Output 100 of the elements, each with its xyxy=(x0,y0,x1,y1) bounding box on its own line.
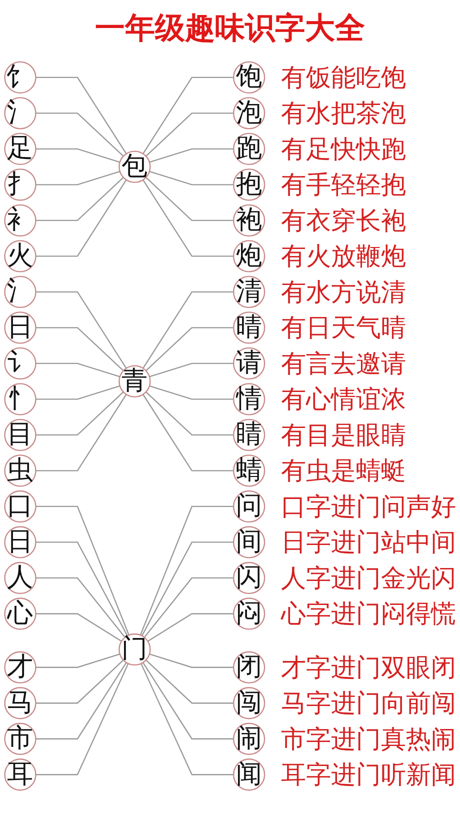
rhyme-caption: 有足快快跑 xyxy=(281,134,406,164)
character-circle: 市 xyxy=(4,722,36,755)
character-circle: 闷 xyxy=(233,598,266,630)
connector-line xyxy=(147,613,234,642)
character-circle: 闯 xyxy=(233,687,266,720)
character-circle: 足 xyxy=(4,132,36,166)
rhyme-caption: 日字进门站中间 xyxy=(281,528,456,557)
character-circle: 口 xyxy=(4,490,36,523)
rhyme-caption: 有饭能吃饱 xyxy=(281,62,406,92)
connector-line xyxy=(149,362,234,378)
character-circle: 火 xyxy=(4,240,36,272)
character-circle: 青 xyxy=(118,365,151,398)
connector-line xyxy=(36,663,129,776)
character-circle: 炮 xyxy=(233,240,266,272)
rhyme-caption: 有水把茶泡 xyxy=(281,98,406,128)
connector-line xyxy=(36,392,124,436)
character-circle: 日 xyxy=(4,526,36,558)
connector-line xyxy=(36,506,130,636)
rhyme-caption: 口字进门问声好 xyxy=(281,492,456,521)
character-circle: 跑 xyxy=(233,132,266,166)
character-circle: 请 xyxy=(233,347,266,380)
character-circle: 心 xyxy=(4,598,36,630)
connector-line xyxy=(146,176,234,222)
title: 一年级趣味识字大全 xyxy=(94,10,366,48)
connector-line xyxy=(36,577,126,638)
character-circle: 忄 xyxy=(4,383,36,416)
connector-line xyxy=(36,542,128,636)
character-circle: 包 xyxy=(118,150,151,183)
character-circle: 问 xyxy=(233,490,266,523)
character-circle: 马 xyxy=(4,687,36,720)
connector-line xyxy=(140,663,234,776)
character-circle: 闻 xyxy=(233,758,266,791)
connector-line xyxy=(36,660,124,704)
connector-line xyxy=(36,148,120,163)
connector-line xyxy=(36,291,127,369)
connector-line xyxy=(36,112,124,157)
character-circle: 间 xyxy=(233,526,266,558)
character-circle: 氵 xyxy=(4,97,36,130)
rhyme-caption: 有虫是蜻蜓 xyxy=(281,456,406,486)
connector-line xyxy=(36,394,127,472)
character-circle: 日 xyxy=(4,312,36,344)
connector-line xyxy=(36,613,122,642)
connector-line xyxy=(36,170,120,186)
rhyme-caption: 才字进门双眼闭 xyxy=(281,652,456,682)
connector-line xyxy=(149,148,234,163)
connector-line xyxy=(142,180,234,257)
rhyme-caption: 有心情谊浓 xyxy=(281,384,406,414)
character-circle: 蜻 xyxy=(233,454,266,487)
connector-line xyxy=(36,362,120,378)
connector-line xyxy=(146,327,234,372)
rhyme-caption: 市字进门真热闹 xyxy=(281,724,456,754)
connector-line xyxy=(144,577,234,638)
connector-line xyxy=(36,662,127,740)
rhyme-caption: 有日天气晴 xyxy=(281,313,406,342)
character-circle: 门 xyxy=(118,633,151,666)
rhyme-caption: 有目是眼睛 xyxy=(281,420,406,450)
character-circle: 虫 xyxy=(4,454,36,487)
connector-line xyxy=(146,392,234,436)
rhyme-caption: 有言去邀请 xyxy=(281,348,406,378)
character-circle: 抱 xyxy=(233,168,266,201)
character-circle: 扌 xyxy=(4,168,36,201)
character-circle: 人 xyxy=(4,562,36,594)
character-circle: 泡 xyxy=(233,97,266,130)
character-circle: 衤 xyxy=(4,204,36,237)
connector-line xyxy=(149,170,234,186)
character-circle: 清 xyxy=(233,276,266,308)
rhyme-caption: 有手轻轻抱 xyxy=(281,170,406,200)
connector-line xyxy=(142,291,234,369)
connector-line xyxy=(149,385,234,400)
character-circle: 氵 xyxy=(4,276,36,308)
character-circle: 耳 xyxy=(4,758,36,791)
connector-line xyxy=(146,660,234,704)
connector-line xyxy=(141,542,234,636)
rhyme-caption: 人字进门金光闪 xyxy=(281,563,456,592)
connector-line xyxy=(146,112,234,157)
character-circle: 饱 xyxy=(233,61,266,94)
connector-line xyxy=(36,176,124,222)
rhyme-caption: 心字进门闷得慌 xyxy=(281,599,456,628)
rhyme-caption: 耳字进门听新闻 xyxy=(281,760,456,790)
connector-line xyxy=(142,76,234,154)
character-circle: 闹 xyxy=(233,722,266,755)
connector-line xyxy=(36,180,127,257)
connector-line xyxy=(142,662,234,740)
character-circle: 睛 xyxy=(233,418,266,452)
connector-line xyxy=(142,394,234,472)
connector-line xyxy=(36,654,120,668)
connector-line xyxy=(36,327,124,372)
character-circle: 袍 xyxy=(233,204,266,237)
rhyme-caption: 有火放鞭炮 xyxy=(281,242,406,271)
connector-line xyxy=(36,76,127,154)
character-circle: 目 xyxy=(4,418,36,452)
rhyme-caption: 有衣穿长袍 xyxy=(281,206,406,235)
rhyme-caption: 马字进门向前闯 xyxy=(281,688,456,718)
connector-line xyxy=(149,654,234,668)
character-circle: 讠 xyxy=(4,347,36,380)
connector-line xyxy=(140,506,234,636)
character-circle: 晴 xyxy=(233,312,266,344)
character-circle: 闪 xyxy=(233,562,266,594)
character-circle: 闭 xyxy=(233,651,266,684)
connector-line xyxy=(36,385,120,400)
